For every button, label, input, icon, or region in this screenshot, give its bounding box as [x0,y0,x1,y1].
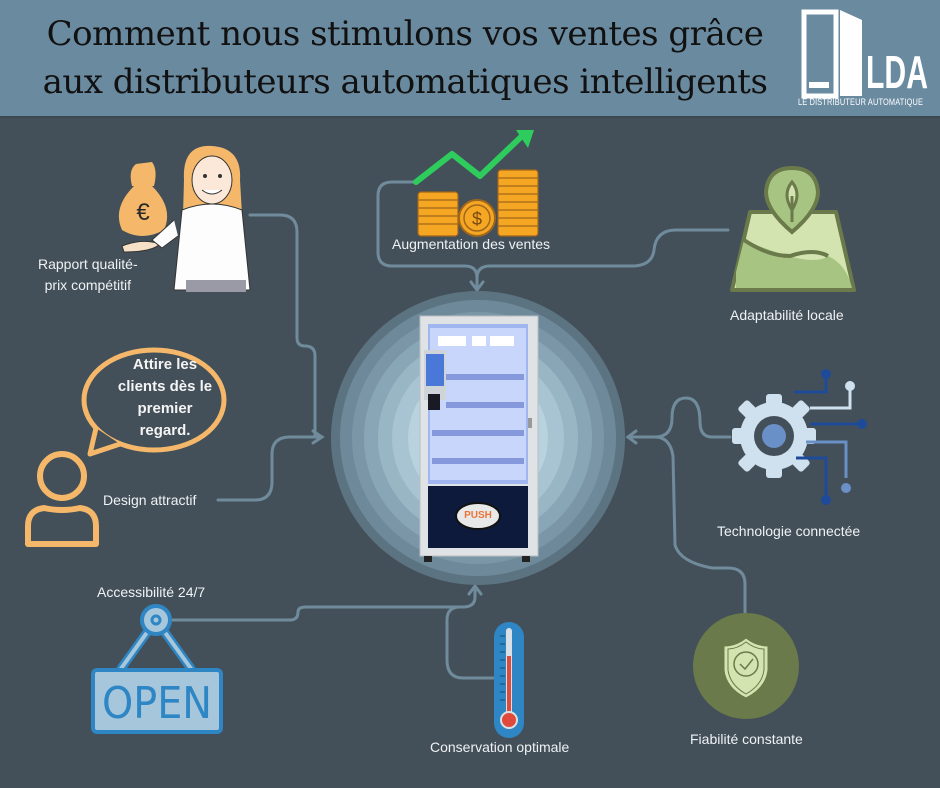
map-leaf-icon [730,165,856,292]
thermometer-icon [494,622,524,738]
label-cold: Conservation optimale [430,739,570,755]
label-reliable: Fiabilité constante [690,731,803,747]
label-design: Design attractif [103,492,197,508]
svg-text:$: $ [472,209,482,229]
open-sign-icon: OPEN [91,604,223,734]
svg-text:PUSH: PUSH [464,510,492,521]
speech-bubble-text: Attire les clients dès le premier regard… [117,356,213,439]
label-sales: Augmentation des ventes [392,236,550,252]
vending-machine-icon: PUSH [419,315,539,562]
page-title: Comment nous stimulons vos ventes grâce … [20,10,790,106]
svg-text:OPEN: OPEN [102,678,212,729]
label-tech: Technologie connectée [717,523,861,539]
lda-logo-icon: LDA [801,9,928,99]
logo-tagline: LE DISTRIBUTEUR AUTOMATIQUE [798,97,924,107]
svg-text:LDA: LDA [866,46,928,98]
person-speech-icon [25,347,227,547]
title-line-2: aux distributeurs automatiques intellige… [42,62,768,102]
shield-check-icon [693,613,799,719]
label-access: Accessibilité 24/7 [97,584,206,600]
gear-circuit-icon [732,369,867,505]
coins-growth-icon: $ [413,130,539,237]
label-price: Rapport qualité- prix compétitif [38,256,138,293]
header-banner: Comment nous stimulons vos ventes grâce … [0,0,940,118]
label-local: Adaptabilité locale [730,307,844,323]
money-bag-euro-icon: € [118,145,251,292]
svg-text:€: € [136,199,150,226]
title-line-1: Comment nous stimulons vos ventes grâce [46,14,764,54]
